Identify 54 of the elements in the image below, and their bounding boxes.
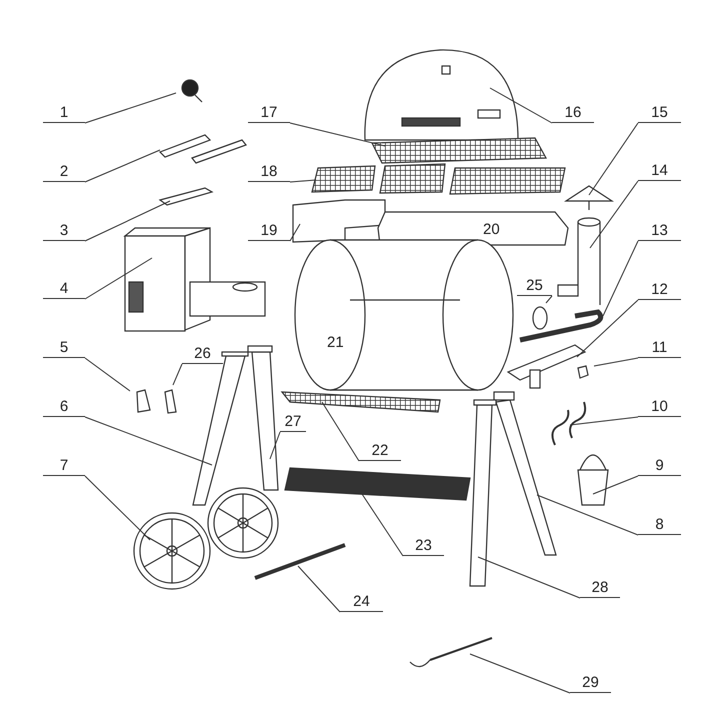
callout-number: 24 [340, 593, 383, 612]
callout-number: 23 [403, 537, 444, 556]
leader-line [570, 416, 638, 426]
leader-line [470, 654, 570, 694]
callout-number: 25 [517, 277, 552, 296]
callout-number: 28 [580, 579, 620, 598]
callout-number: 1 [43, 104, 85, 123]
leader-line [592, 476, 638, 494]
leader-line [536, 494, 638, 536]
leader-line [602, 240, 638, 316]
callout-number: 29 [570, 674, 611, 693]
callout-number: 2 [43, 163, 85, 182]
callout-number: 16 [552, 104, 594, 123]
callout-number: 8 [638, 516, 681, 535]
leader-line [298, 566, 340, 612]
leader-line [84, 200, 170, 242]
leader-line [490, 88, 552, 124]
leader-line [84, 92, 176, 124]
callout-number: 26 [182, 345, 223, 364]
callout-number: 19 [248, 222, 290, 241]
callout-number: 17 [248, 104, 290, 123]
leader-line [290, 224, 300, 242]
leader-line [84, 150, 160, 182]
callout-number: 22 [359, 442, 401, 461]
leader-line [322, 402, 360, 462]
callout-number: 27 [280, 413, 306, 432]
callout-number: 6 [43, 398, 85, 417]
leader-line [270, 432, 280, 460]
leader-line [290, 180, 316, 182]
callout-number: 13 [638, 222, 681, 241]
leader-line [172, 364, 182, 386]
leader-line [590, 180, 638, 248]
leader-line [546, 296, 552, 304]
callout-number: 7 [43, 457, 85, 476]
leader-line [84, 358, 130, 392]
leader-line [290, 122, 386, 146]
leader-line [594, 358, 638, 366]
leader-line [478, 556, 580, 598]
callout-number: 5 [43, 339, 85, 358]
leader-line [362, 494, 404, 556]
callout-number: 3 [43, 222, 85, 241]
leader-line [576, 300, 638, 358]
leader-line [588, 122, 638, 196]
callout-number: 14 [638, 162, 681, 181]
leader-line [84, 258, 152, 300]
callout-number: 11 [638, 339, 681, 358]
leader-line [84, 416, 212, 466]
callout-number: 18 [248, 163, 290, 182]
callout-number: 12 [638, 281, 681, 300]
leader-line [84, 476, 150, 540]
callout-number: 4 [43, 280, 85, 299]
callout-number: 10 [638, 398, 681, 417]
callout-number: 9 [638, 457, 681, 476]
callout-number: 15 [638, 104, 681, 123]
